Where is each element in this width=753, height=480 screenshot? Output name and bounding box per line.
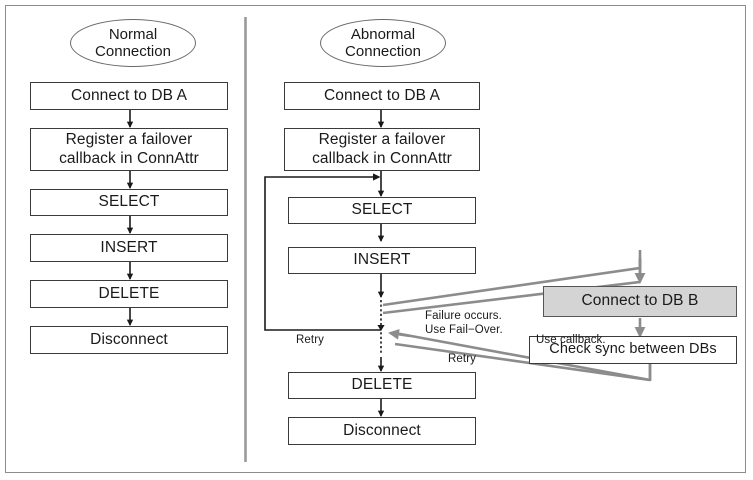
left-header-label: Normal Connection — [95, 25, 171, 60]
node-right-select[interactable]: SELECT — [288, 197, 476, 224]
node-label: DELETE — [351, 376, 413, 394]
annotation-text: Retry — [448, 352, 476, 365]
node-connect-db-b[interactable]: Connect to DB B — [543, 286, 737, 317]
node-right-insert[interactable]: INSERT — [288, 247, 476, 274]
node-label: Connect to DB A — [323, 86, 441, 104]
node-right-delete[interactable]: DELETE — [288, 372, 476, 399]
node-label: SELECT — [351, 201, 413, 219]
node-label: SELECT — [98, 193, 160, 211]
node-right-connect-db-a[interactable]: Connect to DB A — [284, 82, 480, 110]
node-left-select[interactable]: SELECT — [30, 189, 228, 216]
node-left-connect-db-a[interactable]: Connect to DB A — [30, 82, 228, 110]
annotation-use-callback: Use callback. — [536, 320, 606, 348]
node-label: Register a failover callback in ConnAttr — [59, 131, 199, 167]
annotation-text: Retry — [296, 333, 324, 346]
node-left-register-callback[interactable]: Register a failover callback in ConnAttr — [30, 128, 228, 171]
node-label: DELETE — [98, 284, 160, 302]
node-left-insert[interactable]: INSERT — [30, 234, 228, 262]
node-label: INSERT — [100, 238, 158, 256]
node-label: Disconnect — [343, 421, 421, 439]
annotation-text: Failure occurs. Use Fail−Over. — [425, 309, 503, 336]
node-label: Connect to DB A — [70, 86, 188, 104]
node-left-delete[interactable]: DELETE — [30, 280, 228, 308]
annotation-retry-left: Retry — [296, 320, 324, 348]
node-right-disconnect[interactable]: Disconnect — [288, 417, 476, 445]
right-header-label: Abnormal Connection — [345, 25, 421, 60]
node-check-sync-between-dbs[interactable]: Check sync between DBs — [529, 336, 737, 364]
node-left-disconnect[interactable]: Disconnect — [30, 326, 228, 354]
annotation-text: Use callback. — [536, 333, 606, 346]
node-label: Register a failover callback in ConnAttr — [312, 131, 452, 167]
node-label: Disconnect — [90, 330, 168, 348]
node-label: Connect to DB B — [581, 292, 699, 310]
right-header-ellipse: Abnormal Connection — [320, 19, 446, 67]
annotation-failure-occurs: Failure occurs. Use Fail−Over. — [425, 296, 503, 337]
annotation-retry-right: Retry — [448, 339, 476, 367]
left-header-ellipse: Normal Connection — [70, 19, 196, 67]
node-label: INSERT — [353, 251, 411, 269]
node-right-register-callback[interactable]: Register a failover callback in ConnAttr — [284, 128, 480, 171]
node-label: Check sync between DBs — [549, 341, 717, 358]
